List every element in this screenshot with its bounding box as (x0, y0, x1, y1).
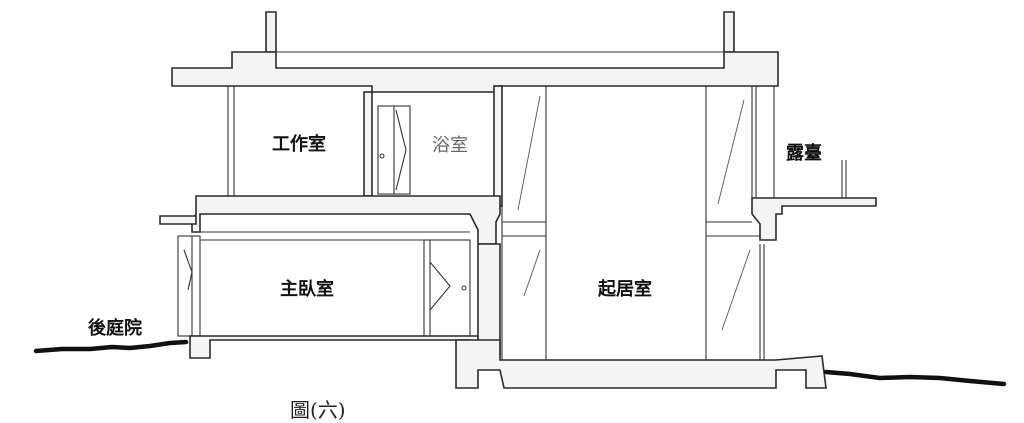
side-canopy (159, 215, 197, 225)
bath-label: 浴室 (432, 135, 468, 156)
living-room-glass-reflections (517, 95, 751, 331)
bedroom-left-window (177, 235, 201, 337)
roof-parapet-left (265, 11, 277, 53)
terrace-label: 露臺 (786, 143, 822, 164)
ground-line-right (823, 369, 1007, 387)
studio-left-wall (227, 85, 235, 197)
roof-slab (171, 51, 779, 93)
middle-floor-slab (191, 195, 501, 245)
bedroom-floor-slab (189, 335, 479, 359)
backyard-label: 後庭院 (88, 318, 142, 339)
studio-label: 工作室 (272, 134, 326, 155)
terrace-slab (751, 197, 877, 241)
bath-right-wall (493, 85, 503, 207)
roof-parapet-right (723, 11, 735, 53)
living-room-frame (501, 86, 765, 360)
bedroom-ceiling-lines (200, 231, 470, 241)
ground-line-left (33, 339, 189, 354)
master-bedroom-label: 主臥室 (280, 279, 334, 300)
bedroom-closet (423, 239, 471, 337)
terrace-railing (841, 160, 847, 198)
studio-right-wall (363, 91, 373, 197)
figure-caption: 圖(六) (290, 398, 346, 422)
living-floor-slab (455, 339, 827, 389)
bath-door (377, 105, 411, 195)
living-room-label: 起居室 (598, 279, 652, 300)
